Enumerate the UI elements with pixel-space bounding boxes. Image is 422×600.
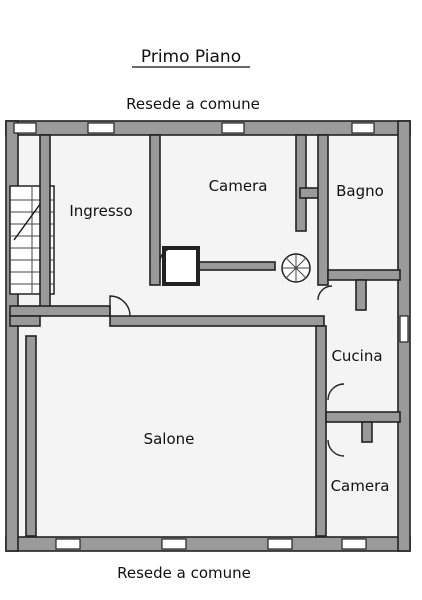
bottom-windows (55, 538, 367, 550)
floor-area (10, 123, 408, 550)
room-cucina: Cucina (331, 347, 382, 365)
doors (109, 247, 345, 457)
label-resede-bottom: Resede a comune (117, 564, 251, 582)
ingresso-walls (9, 134, 161, 317)
room-ingresso: Ingresso (69, 202, 132, 220)
cucina-walls (325, 279, 401, 443)
salone-walls (25, 325, 327, 537)
room-camera-bottom: Camera (331, 477, 390, 495)
label-resede-top: Resede a comune (126, 95, 260, 113)
spiral-stair (281, 253, 311, 283)
right-window (399, 315, 409, 343)
room-salone: Salone (144, 430, 195, 448)
room-camera-top: Camera (209, 177, 268, 195)
plan-title: Primo Piano (141, 47, 241, 67)
shaft-box (162, 246, 200, 286)
room-bagno: Bagno (336, 182, 384, 200)
salone-top-wall (9, 315, 325, 327)
top-windows (13, 122, 375, 134)
